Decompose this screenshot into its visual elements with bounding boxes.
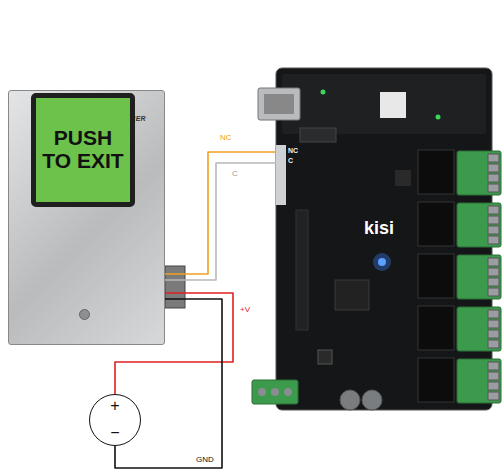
- terminal-screw: [488, 184, 499, 192]
- terminal-screw: [488, 392, 499, 400]
- terminal-screw: [488, 226, 499, 234]
- wire-label: +V: [240, 305, 250, 314]
- terminal-screw: [488, 164, 499, 172]
- terminal-screw: [488, 174, 499, 182]
- polarity-minus: −: [110, 425, 119, 441]
- exit-button-plate: ENFORCERPUSH TO EXIT: [8, 90, 165, 345]
- wire: [165, 163, 276, 280]
- status-led: [321, 90, 326, 95]
- relay: [418, 202, 454, 246]
- capacitor: [340, 390, 360, 410]
- terminal-block: [457, 151, 501, 195]
- ethernet-port: [264, 94, 294, 114]
- terminal-screw: [488, 154, 499, 162]
- wire-label: GND: [196, 455, 214, 464]
- chip: [335, 280, 369, 310]
- terminal-screw: [488, 268, 499, 276]
- chip: [395, 170, 411, 186]
- wire-label: NC: [220, 133, 232, 142]
- push-button: PUSH TO EXIT: [31, 93, 135, 207]
- terminal-screw: [488, 340, 499, 348]
- power-terminal: [252, 380, 298, 404]
- terminal-screw: [488, 382, 499, 390]
- relay: [418, 358, 454, 402]
- module-chip: [380, 92, 406, 118]
- terminal-screw: [488, 362, 499, 370]
- wire-connector: [165, 266, 185, 308]
- terminal-screw: [488, 206, 499, 214]
- terminal-screw: [488, 216, 499, 224]
- status-led: [436, 115, 441, 120]
- terminal-screw: [488, 278, 499, 286]
- pin-header: [296, 210, 308, 330]
- relay: [418, 306, 454, 350]
- terminal-screw: [488, 288, 499, 296]
- led-glow: [373, 253, 391, 271]
- plate-screw: [79, 309, 90, 320]
- relay: [418, 150, 454, 194]
- wire-label: C: [232, 169, 238, 178]
- terminal-block: [457, 307, 501, 351]
- chip: [318, 350, 332, 364]
- wire: [165, 152, 276, 274]
- ethernet-jack: [258, 88, 300, 120]
- terminal-label: NC: [288, 147, 298, 154]
- connector-header: [300, 128, 336, 142]
- board-area: [282, 74, 486, 134]
- button-text: PUSH TO EXIT: [40, 127, 126, 172]
- polarity-plus: +: [110, 398, 119, 414]
- terminal-screw: [284, 388, 292, 396]
- input-terminal: [276, 145, 286, 205]
- terminal-screw: [488, 310, 499, 318]
- terminal-screw: [488, 236, 499, 244]
- terminal-screw: [258, 388, 266, 396]
- terminal-screw: [271, 388, 279, 396]
- terminal-screw: [488, 258, 499, 266]
- terminal-label: C: [288, 157, 293, 164]
- relay-group: [418, 150, 501, 403]
- controller-board-outline: kisi: [276, 68, 492, 410]
- terminal-block: [457, 255, 501, 299]
- capacitor: [362, 390, 382, 410]
- blue-led: [378, 258, 386, 266]
- brand-logo: kisi: [364, 218, 394, 239]
- terminal-screw: [488, 372, 499, 380]
- terminal-block: [457, 359, 501, 403]
- power-supply-symbol: +−: [89, 394, 141, 446]
- terminal-screw: [488, 320, 499, 328]
- terminal-screw: [488, 330, 499, 338]
- relay: [418, 254, 454, 298]
- terminal-block: [457, 203, 501, 247]
